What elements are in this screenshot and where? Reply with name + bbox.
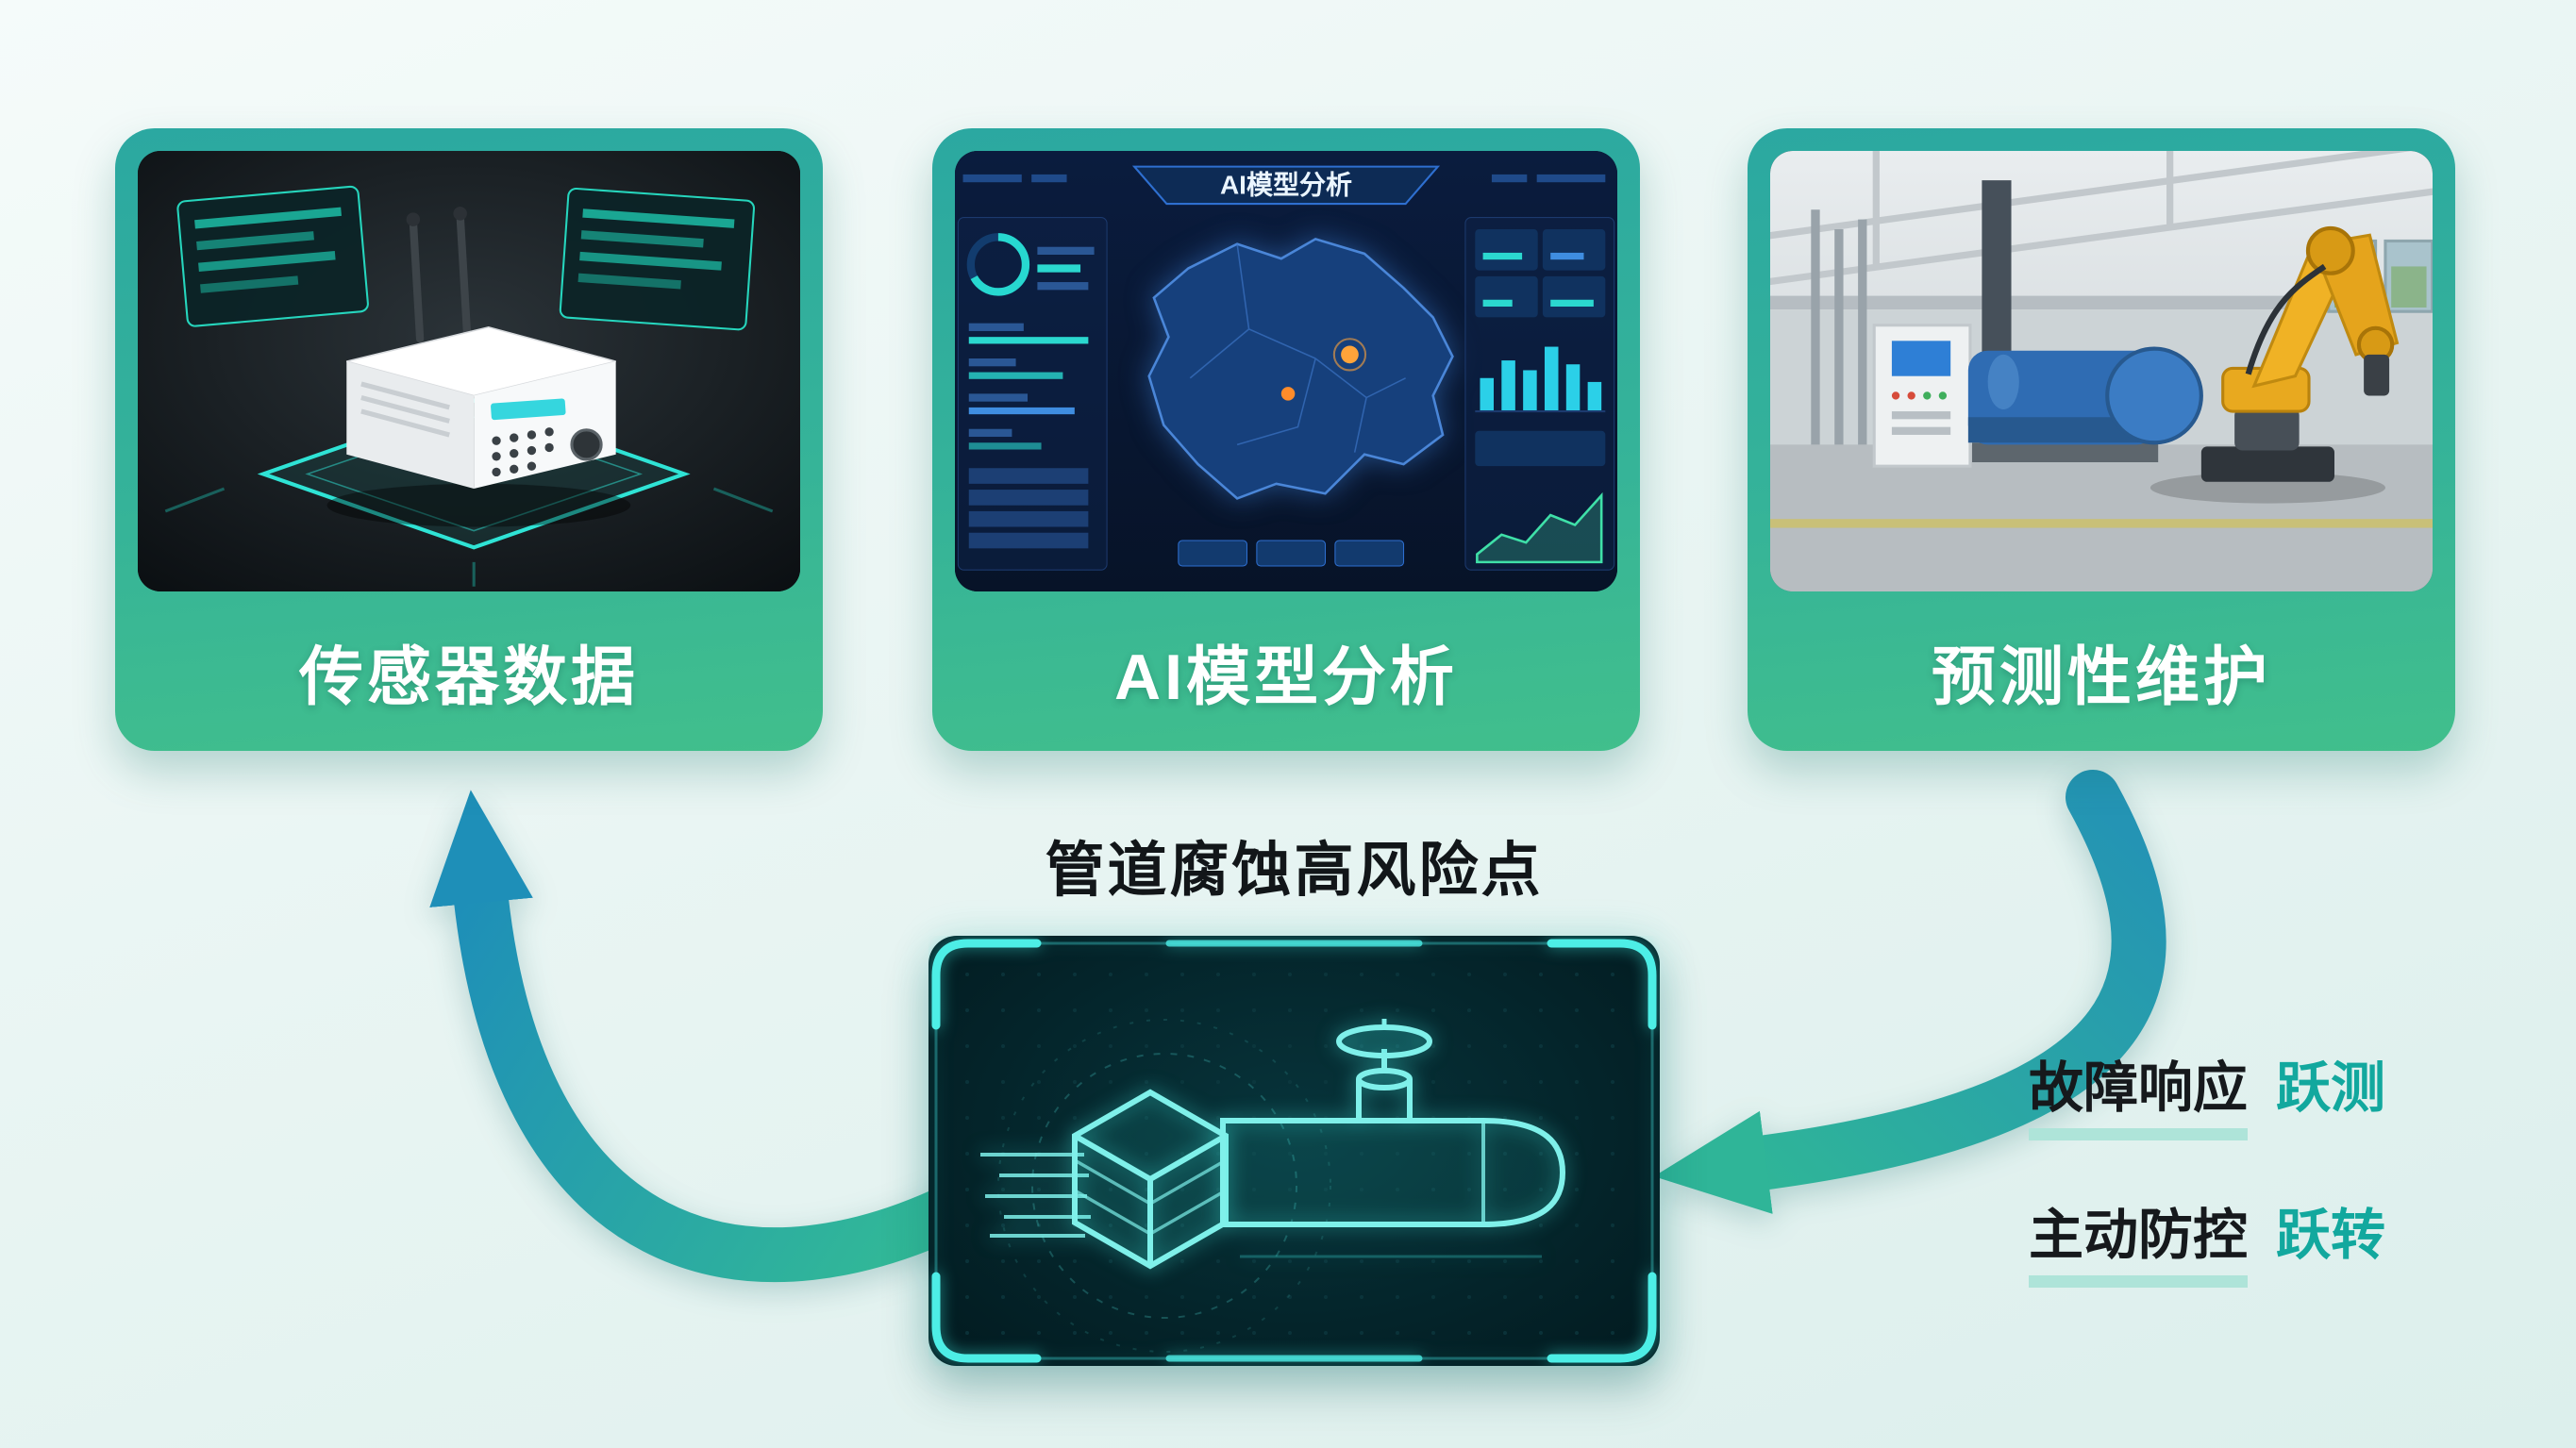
annotation-fault-response-label: 故障响应	[2029, 1043, 2249, 1140]
card-label-ai-analysis: AI模型分析	[1113, 641, 1458, 713]
card-sensor-data: 传感器数据	[115, 128, 823, 751]
annotation-fault-response-value: 跃测	[2276, 1057, 2386, 1119]
dashboard-title: AI模型分析	[1220, 171, 1352, 200]
annotation-active-prevention: 主动防控跃转	[2029, 1190, 2385, 1288]
data-screen-right-icon	[559, 187, 756, 331]
data-screen-left-icon	[176, 185, 369, 327]
pipeline-risk-title: 管道腐蚀高风险点	[1045, 838, 1544, 904]
yellow-robot-arm-icon	[2149, 225, 2400, 504]
dashboard-map	[1147, 237, 1454, 500]
robot-arm-illustration	[1770, 151, 2433, 591]
pipeline-panel	[928, 936, 1660, 1366]
pipe-valve-illustration	[980, 1019, 1566, 1270]
annotation-fault-response: 故障响应跃测	[2029, 1043, 2385, 1140]
annotation-active-prevention-value: 跃转	[2276, 1205, 2386, 1266]
blue-machine-icon	[1967, 346, 2203, 463]
dashboard-left-panel	[957, 217, 1108, 571]
dashboard-right-panel	[1464, 217, 1615, 571]
card-label-sensor-data: 传感器数据	[298, 641, 639, 713]
card-label-predictive-maintenance: 预测性维护	[1931, 641, 2271, 713]
dashboard-buttons	[1178, 540, 1405, 567]
iot-sensor-box-icon	[346, 207, 616, 490]
arrow-feedback-to-sensor-icon	[429, 790, 1013, 1283]
card-predictive-maintenance: 预测性维护	[1748, 128, 2455, 751]
ai-dashboard-illustration: AI模型分析	[955, 151, 1617, 591]
sensor-device-illustration	[138, 151, 800, 591]
control-cabinet-icon	[1872, 324, 1972, 468]
card-ai-analysis: AI模型分析	[932, 128, 1640, 751]
annotation-active-prevention-label: 主动防控	[2029, 1190, 2249, 1288]
